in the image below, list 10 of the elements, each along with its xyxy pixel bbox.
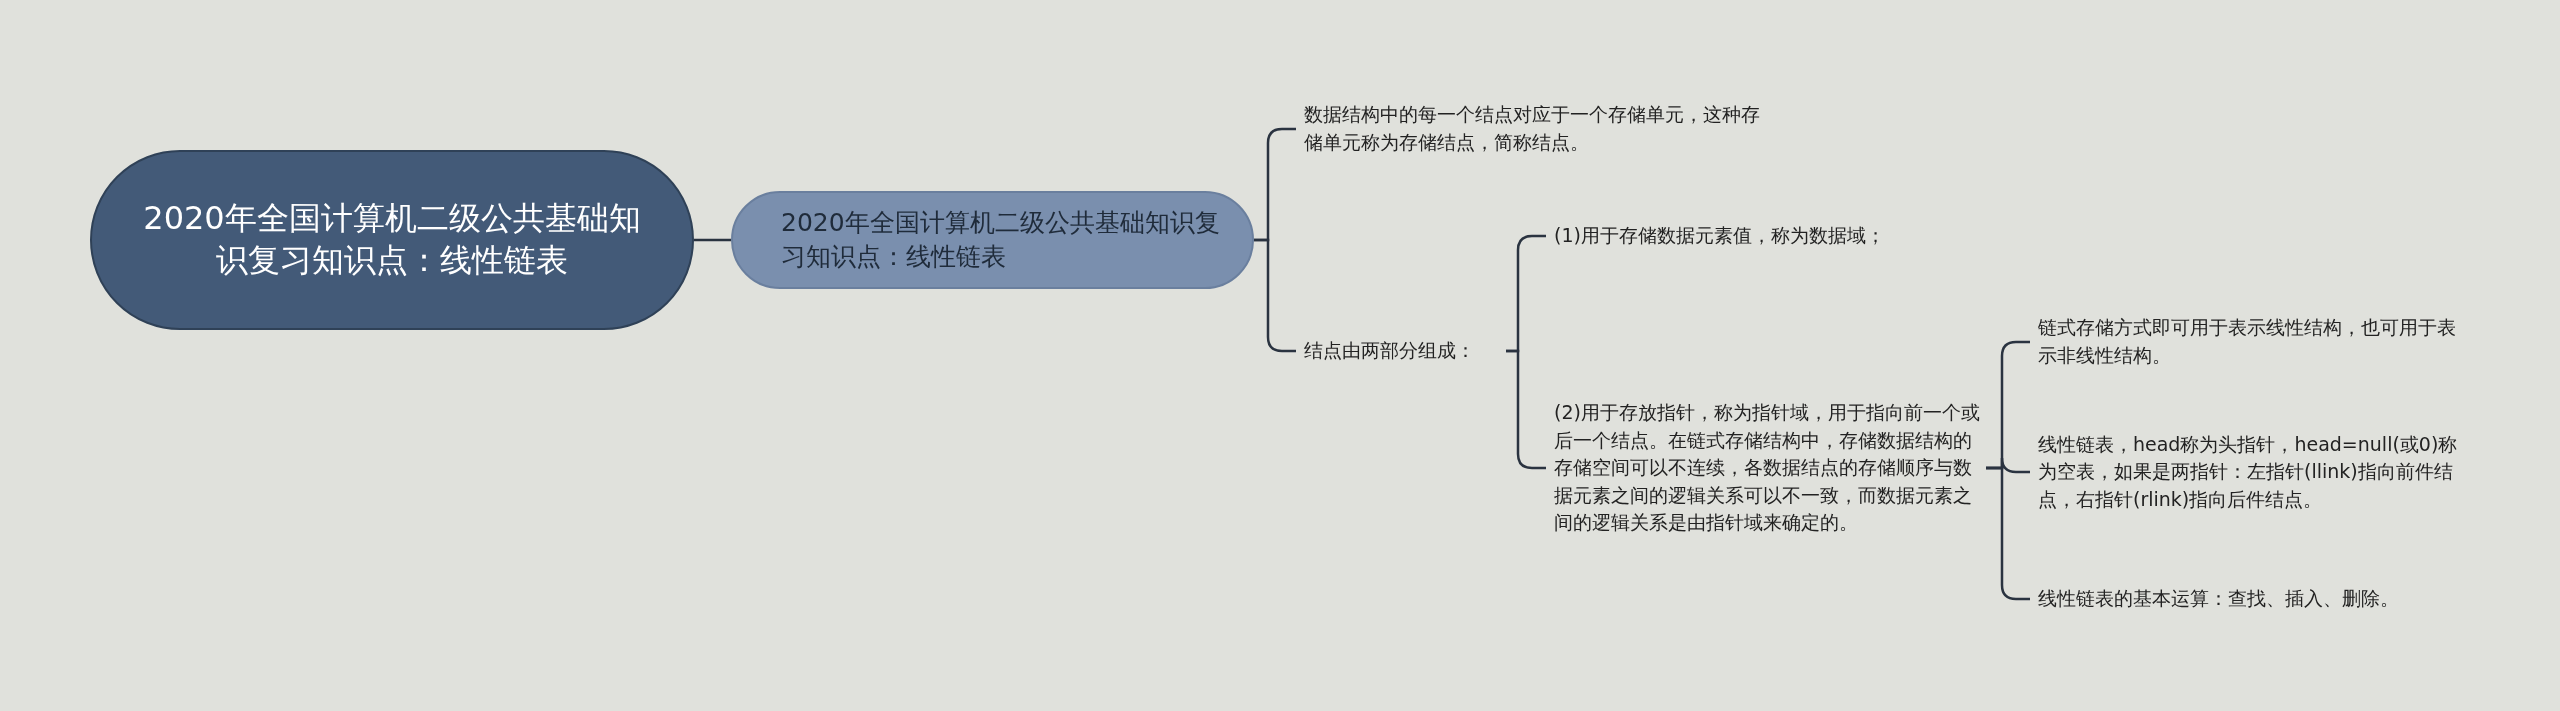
topic-text: (2)用于存放指针，称为指针域，用于指向前一个或后一个结点。在链式存储结构中，存储数据结构的存储空间可以不连续，各数据结点的存储顺序与数据元素之间的逻辑关系可以不一致，而数据元素之间的逻辑关系是由指针域来确定的。: [1554, 400, 1981, 536]
topic-text: 数据结构中的每一个结点对应于一个存储单元，这种存储单元称为存储结点，简称结点。: [1304, 102, 1761, 155]
topic-text: (1)用于存储数据元素值，称为数据域；: [1554, 223, 1885, 249]
topic-label: 2020年全国计算机二级公共基础知识复习知识点：线性链表: [142, 198, 642, 281]
topic-text: 线性链表，head称为头指针，head=null(或0)称为空表，如果是两指针：左指针(llink)指向前件结点，右指针(rlink)指向后件结点。: [2038, 431, 2459, 512]
topic-label: 2020年全国计算机二级公共基础知识复习知识点：线性链表: [781, 207, 1221, 273]
topic-text: 线性链表的基本运算：查找、插入、删除。: [2038, 586, 2399, 612]
connector-line: [694, 238, 731, 242]
topic-text: 链式存储方式即可用于表示线性结构，也可用于表示非线性结构。: [2038, 315, 2457, 368]
topic-text: 结点由两部分组成：: [1304, 338, 1475, 364]
